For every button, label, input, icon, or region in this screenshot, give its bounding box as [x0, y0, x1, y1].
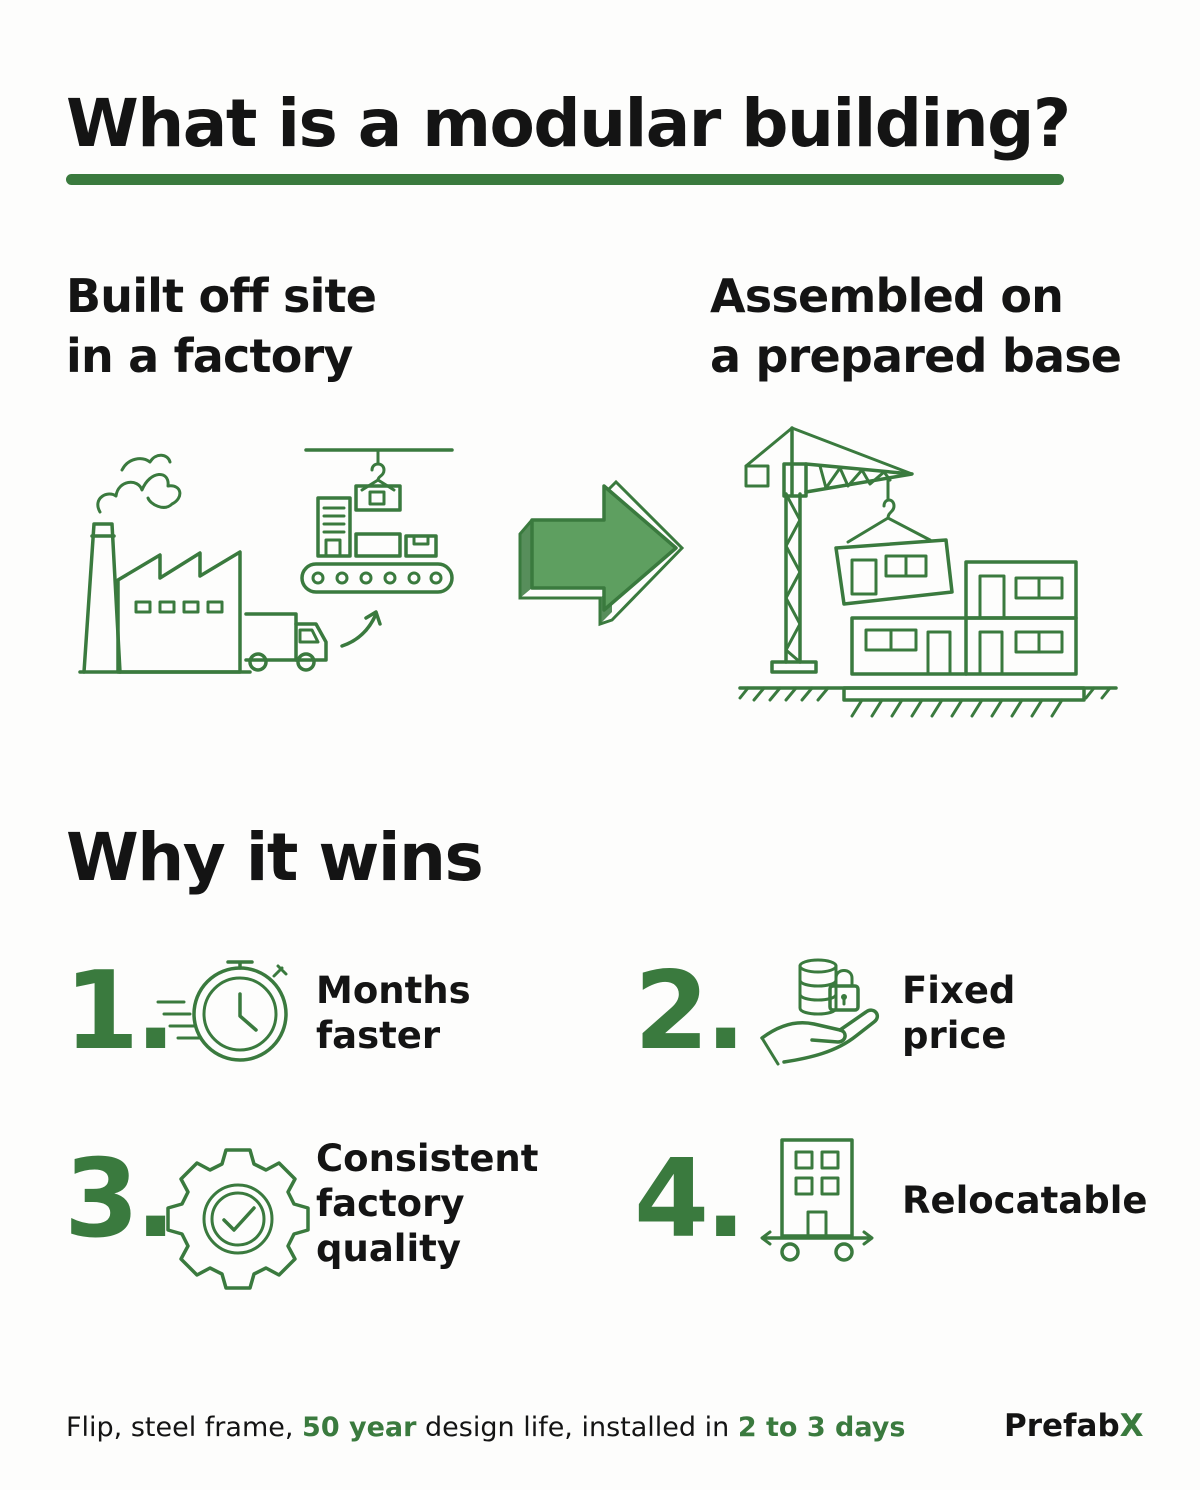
step-heading-assembly: Assembled on a prepared base	[710, 266, 1122, 386]
benefit-label-line: faster	[316, 1014, 441, 1057]
benefit-number: 1.	[64, 949, 176, 1074]
benefit-label-line: quality	[316, 1227, 461, 1270]
step-heading-line: Built off site	[66, 269, 377, 323]
benefit-label-line: factory	[316, 1182, 465, 1225]
brand-logo: PrefabX	[1004, 1404, 1144, 1448]
footer-text: design life, installed in	[416, 1412, 738, 1443]
footer-note: Flip, steel frame, 50 year design life, …	[66, 1408, 905, 1448]
benefit-label-consistent-quality: Consistent factory quality	[316, 1136, 538, 1271]
brand-name: Prefab	[1004, 1408, 1120, 1444]
footer-highlight-design-life: 50 year	[302, 1412, 417, 1443]
brand-accent: X	[1119, 1408, 1144, 1444]
footer-text: Flip, steel frame,	[66, 1412, 303, 1443]
step-heading-line: in a factory	[66, 329, 353, 383]
title-underline	[66, 174, 1064, 185]
footer-highlight-install-time: 2 to 3 days	[737, 1412, 906, 1443]
step-heading-line: a prepared base	[710, 329, 1122, 383]
step-heading-factory: Built off site in a factory	[66, 266, 377, 386]
benefit-label-months-faster: Months faster	[316, 968, 471, 1058]
why-heading: Why it wins	[66, 819, 484, 896]
benefit-number: 2.	[634, 949, 746, 1074]
step-heading-line: Assembled on	[710, 269, 1064, 323]
benefit-label-line: Months	[316, 969, 471, 1012]
benefit-label-fixed-price: Fixed price	[902, 968, 1015, 1058]
benefit-label-line: Fixed	[902, 969, 1016, 1012]
benefit-number: 4.	[634, 1137, 746, 1262]
page-title: What is a modular building?	[66, 85, 1071, 162]
benefit-number: 3.	[64, 1137, 176, 1262]
benefit-label-relocatable: Relocatable	[902, 1178, 1148, 1223]
benefit-label-line: Relocatable	[902, 1179, 1148, 1222]
benefit-label-line: Consistent	[316, 1137, 539, 1180]
benefit-label-line: price	[902, 1014, 1007, 1057]
